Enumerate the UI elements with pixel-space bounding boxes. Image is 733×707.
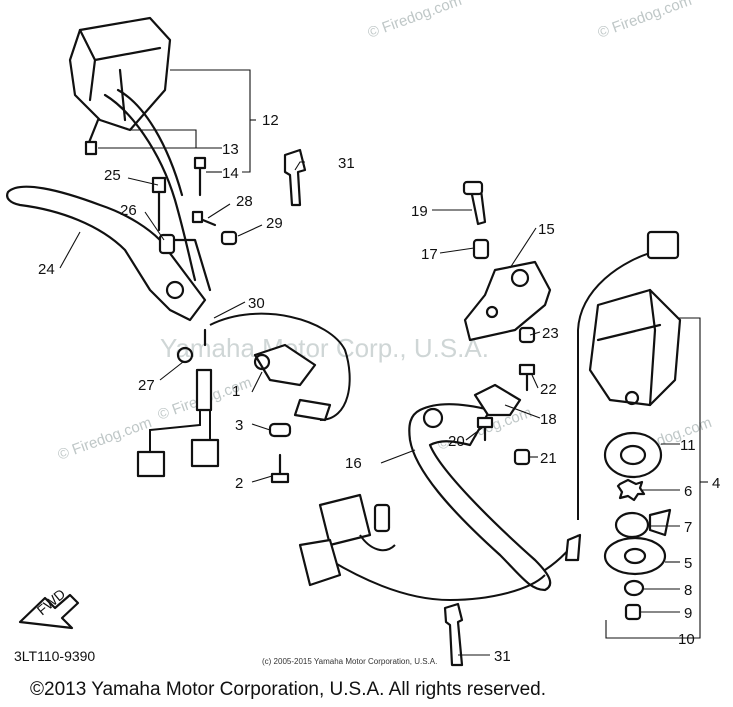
right-switch-housing	[577, 230, 682, 520]
throttle-parts	[603, 431, 672, 621]
callout-21: 21	[540, 450, 557, 467]
watermark-site: © Firedog.com	[366, 0, 464, 42]
clutch-switch-assembly	[136, 312, 351, 484]
brake-lever	[408, 403, 552, 592]
callout-5: 5	[684, 555, 692, 572]
callout-31: 31	[338, 155, 355, 172]
callout-labels: 1 2 3 4 5 6 7 8 9 10 11 12 13 14 15 16 1…	[38, 112, 720, 665]
callout-11: 11	[680, 437, 696, 454]
callout-12: 12	[262, 112, 279, 129]
callout-16: 16	[345, 455, 362, 472]
callout-13: 13	[222, 141, 239, 158]
callout-18: 18	[540, 411, 557, 428]
brake-lever-bracket	[462, 180, 552, 342]
callout-27: 27	[138, 377, 155, 394]
callout-26: 26	[120, 202, 137, 219]
callout-2: 2	[235, 475, 243, 492]
brake-switch	[473, 326, 536, 466]
callout-8: 8	[684, 582, 692, 599]
fwd-arrow: FWD	[18, 586, 80, 630]
callout-14: 14	[222, 165, 239, 182]
leader-lines	[59, 69, 708, 656]
callout-1: 1	[232, 383, 240, 400]
callout-15: 15	[538, 221, 555, 238]
copyright-small: (c) 2005-2015 Yamaha Motor Corporation, …	[262, 657, 437, 666]
callout-10: 10	[678, 631, 695, 648]
callout-22: 22	[540, 381, 557, 398]
wiring-harness	[298, 493, 582, 602]
callout-29: 29	[266, 215, 283, 232]
clutch-lever	[6, 185, 212, 322]
callout-28: 28	[236, 193, 253, 210]
key-lower	[443, 602, 464, 667]
callout-30: 30	[248, 295, 265, 312]
callout-7: 7	[684, 519, 692, 536]
callout-9: 9	[684, 605, 692, 622]
key-upper	[283, 148, 307, 207]
callout-17: 17	[421, 246, 438, 263]
callout-19: 19	[411, 203, 428, 220]
fasteners-left	[84, 118, 238, 255]
copyright-footer: ©2013 Yamaha Motor Corporation, U.S.A. A…	[30, 679, 546, 700]
callout-4: 4	[712, 475, 720, 492]
watermark-site: © Firedog.com	[596, 0, 694, 42]
callout-23: 23	[542, 325, 559, 342]
callout-31: 31	[494, 648, 511, 665]
callout-25: 25	[104, 167, 121, 184]
callout-24: 24	[38, 261, 55, 278]
callout-3: 3	[235, 417, 243, 434]
diagram-code: 3LT110-9390	[14, 648, 95, 664]
watermark-dealer: Yamaha Motor Corp., U.S.A.	[160, 333, 489, 363]
callout-20: 20	[448, 433, 465, 450]
callout-6: 6	[684, 483, 692, 500]
